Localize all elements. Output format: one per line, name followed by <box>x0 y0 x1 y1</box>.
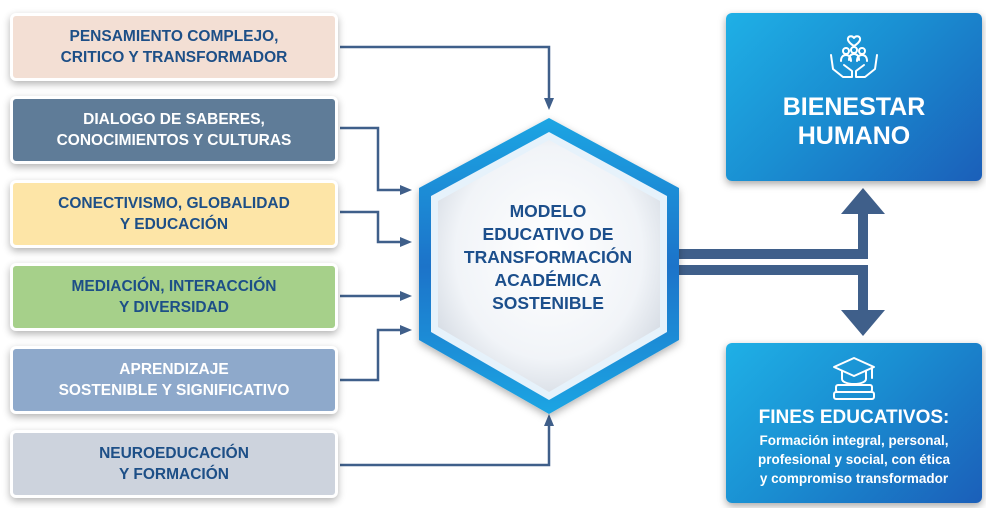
pillar-box-4: MEDIACIÓN, INTERACCIÓN Y DIVERSIDAD <box>10 263 338 331</box>
hands-care-icon <box>830 35 878 78</box>
output-arrow-down <box>676 265 885 336</box>
center-line-3: TRANSFORMACIÓN <box>463 247 633 267</box>
connector-pillar-2 <box>340 126 412 195</box>
connector-pillar-5 <box>340 325 412 382</box>
pillar-3-line-2: Y EDUCACIÓN <box>119 216 229 233</box>
goals-desc-line-2: profesional y social, con ética <box>757 452 951 467</box>
center-line-1: MODELO <box>509 201 587 221</box>
goals-desc-line-1: Formación integral, personal, <box>759 433 949 448</box>
pillar-5-line-1: APRENDIZAJE <box>119 361 229 378</box>
connector-pillar-6 <box>340 414 554 467</box>
goals-title: FINES EDUCATIVOS: <box>758 407 950 428</box>
pillar-6-line-1: NEUROEDUCACIÓN <box>99 445 249 462</box>
pillar-2-line-1: DIALOGO DE SABERES, <box>83 111 265 128</box>
center-line-5: SOSTENIBLE <box>492 293 604 313</box>
pillar-4-line-2: Y DIVERSIDAD <box>119 299 229 316</box>
connector-pillar-1 <box>340 45 554 110</box>
graduation-cap-books-icon <box>833 357 875 400</box>
outcome-goals-box: FINES EDUCATIVOS: Formación integral, pe… <box>726 343 982 503</box>
pillar-box-6: NEUROEDUCACIÓN Y FORMACIÓN <box>10 430 338 498</box>
pillar-box-2: DIALOGO DE SABERES, CONOCIMIENTOS Y CULT… <box>10 96 338 164</box>
pillar-box-3: CONECTIVISMO, GLOBALIDAD Y EDUCACIÓN <box>10 180 338 248</box>
connector-pillar-3 <box>340 210 412 247</box>
output-arrow-up <box>676 188 885 259</box>
pillar-6-line-2: Y FORMACIÓN <box>119 466 229 483</box>
goals-desc-line-3: y compromiso transformador <box>759 471 949 486</box>
wellbeing-title-line-2: HUMANO <box>797 122 911 150</box>
pillar-3-line-1: CONECTIVISMO, GLOBALIDAD <box>58 195 290 212</box>
outcome-wellbeing-box: BIENESTAR HUMANO <box>726 13 982 181</box>
pillar-4-line-1: MEDIACIÓN, INTERACCIÓN <box>71 278 277 295</box>
pillar-1-line-1: PENSAMIENTO COMPLEJO, <box>69 28 279 45</box>
wellbeing-title-line-1: BIENESTAR <box>782 93 926 121</box>
pillar-2-line-2: CONOCIMIENTOS Y CULTURAS <box>56 132 292 149</box>
pillar-1-line-2: CRITICO Y TRANSFORMADOR <box>60 49 288 66</box>
center-line-2: EDUCATIVO DE <box>482 224 614 244</box>
pillar-box-5: APRENDIZAJE SOSTENIBLE Y SIGNIFICATIVO <box>10 346 338 414</box>
center-line-4: ACADÉMICA <box>494 270 602 290</box>
pillar-box-1: PENSAMIENTO COMPLEJO, CRITICO Y TRANSFOR… <box>10 13 338 81</box>
pillar-5-line-2: SOSTENIBLE Y SIGNIFICATIVO <box>58 382 290 399</box>
center-model-title: MODELO EDUCATIVO DE TRANSFORMACIÓN ACADÉ… <box>440 200 656 315</box>
